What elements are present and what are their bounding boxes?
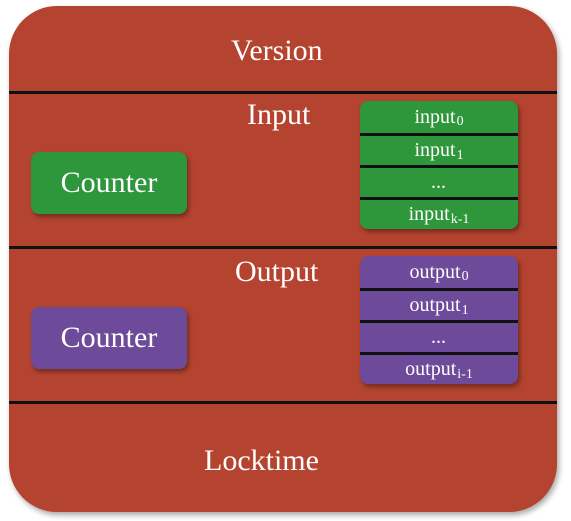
divider-input bbox=[9, 246, 557, 249]
locktime-label: Locktime bbox=[204, 444, 319, 477]
input-label: Input bbox=[247, 98, 311, 131]
input-row-ellipsis: ... bbox=[360, 165, 518, 197]
divider-version bbox=[9, 91, 557, 94]
input-counter-label: Counter bbox=[60, 166, 158, 199]
output-row-ellipsis: ... bbox=[360, 320, 518, 352]
version-label: Version bbox=[231, 34, 323, 67]
output-counter: Counter bbox=[31, 307, 187, 369]
output-counter-label: Counter bbox=[60, 321, 158, 354]
input-counter: Counter bbox=[31, 152, 187, 214]
output-label: Output bbox=[235, 255, 319, 288]
divider-output bbox=[9, 401, 557, 404]
